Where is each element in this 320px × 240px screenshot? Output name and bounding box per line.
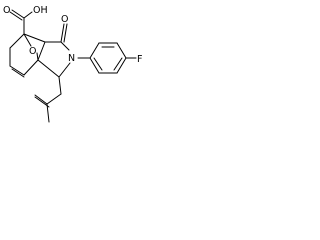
bond-bridge-oxygen-c7a [36, 52, 39, 61]
bond-c4-c5 [9, 33, 25, 49]
lactam-ring: O N [37, 14, 75, 78]
bond-c-o-double-b [9, 11, 23, 21]
bond-c7-c7a [23, 59, 39, 76]
bond-c6-c7-b [11, 68, 25, 78]
bond-c3-n [60, 41, 70, 51]
oxabicyclic-core: O [9, 33, 46, 78]
bond-c-o-double-a [11, 9, 25, 19]
carboxylic-acid-group: O OH [3, 5, 48, 35]
bond-alkene-methyl [46, 103, 50, 123]
bond-c7a-c3a [37, 41, 46, 61]
lactam-oxygen-label: O [61, 14, 68, 25]
bond-aryl-3 [116, 42, 127, 59]
nitrogen-label: N [68, 53, 75, 64]
bond-aryl-1 [89, 42, 100, 59]
bond-c1-c7a [37, 59, 60, 78]
bond-aryl-inner-3 [93, 57, 103, 71]
bond-alkene-ch2-a [34, 94, 48, 105]
hydroxyl-label: OH [33, 5, 48, 16]
methallyl-group [34, 76, 62, 123]
bond-c-oh [23, 11, 33, 19]
bond-n-c1 [58, 62, 71, 78]
bond-c6-c7-a [9, 65, 25, 76]
molecule-structure-diagram: O OH O O N F [3, 5, 142, 123]
fluorophenyl-group: F [77, 42, 142, 74]
bond-c3-o-b [63, 23, 68, 43]
bond-ch2-alkene-carbon [46, 93, 62, 105]
bridge-oxygen-label: O [29, 46, 36, 57]
bond-aryl-inner-2 [113, 57, 123, 71]
bond-c3-o-a [60, 23, 65, 43]
bond-c4-bridge-oxygen [23, 33, 32, 47]
bond-c1-ch2 [58, 76, 62, 95]
fluorine-label: F [137, 54, 142, 65]
acid-oxygen-label: O [3, 5, 10, 16]
bond-c4-c3a [23, 33, 46, 43]
bond-aryl-4 [116, 57, 127, 74]
bond-aryl-6 [89, 57, 100, 74]
